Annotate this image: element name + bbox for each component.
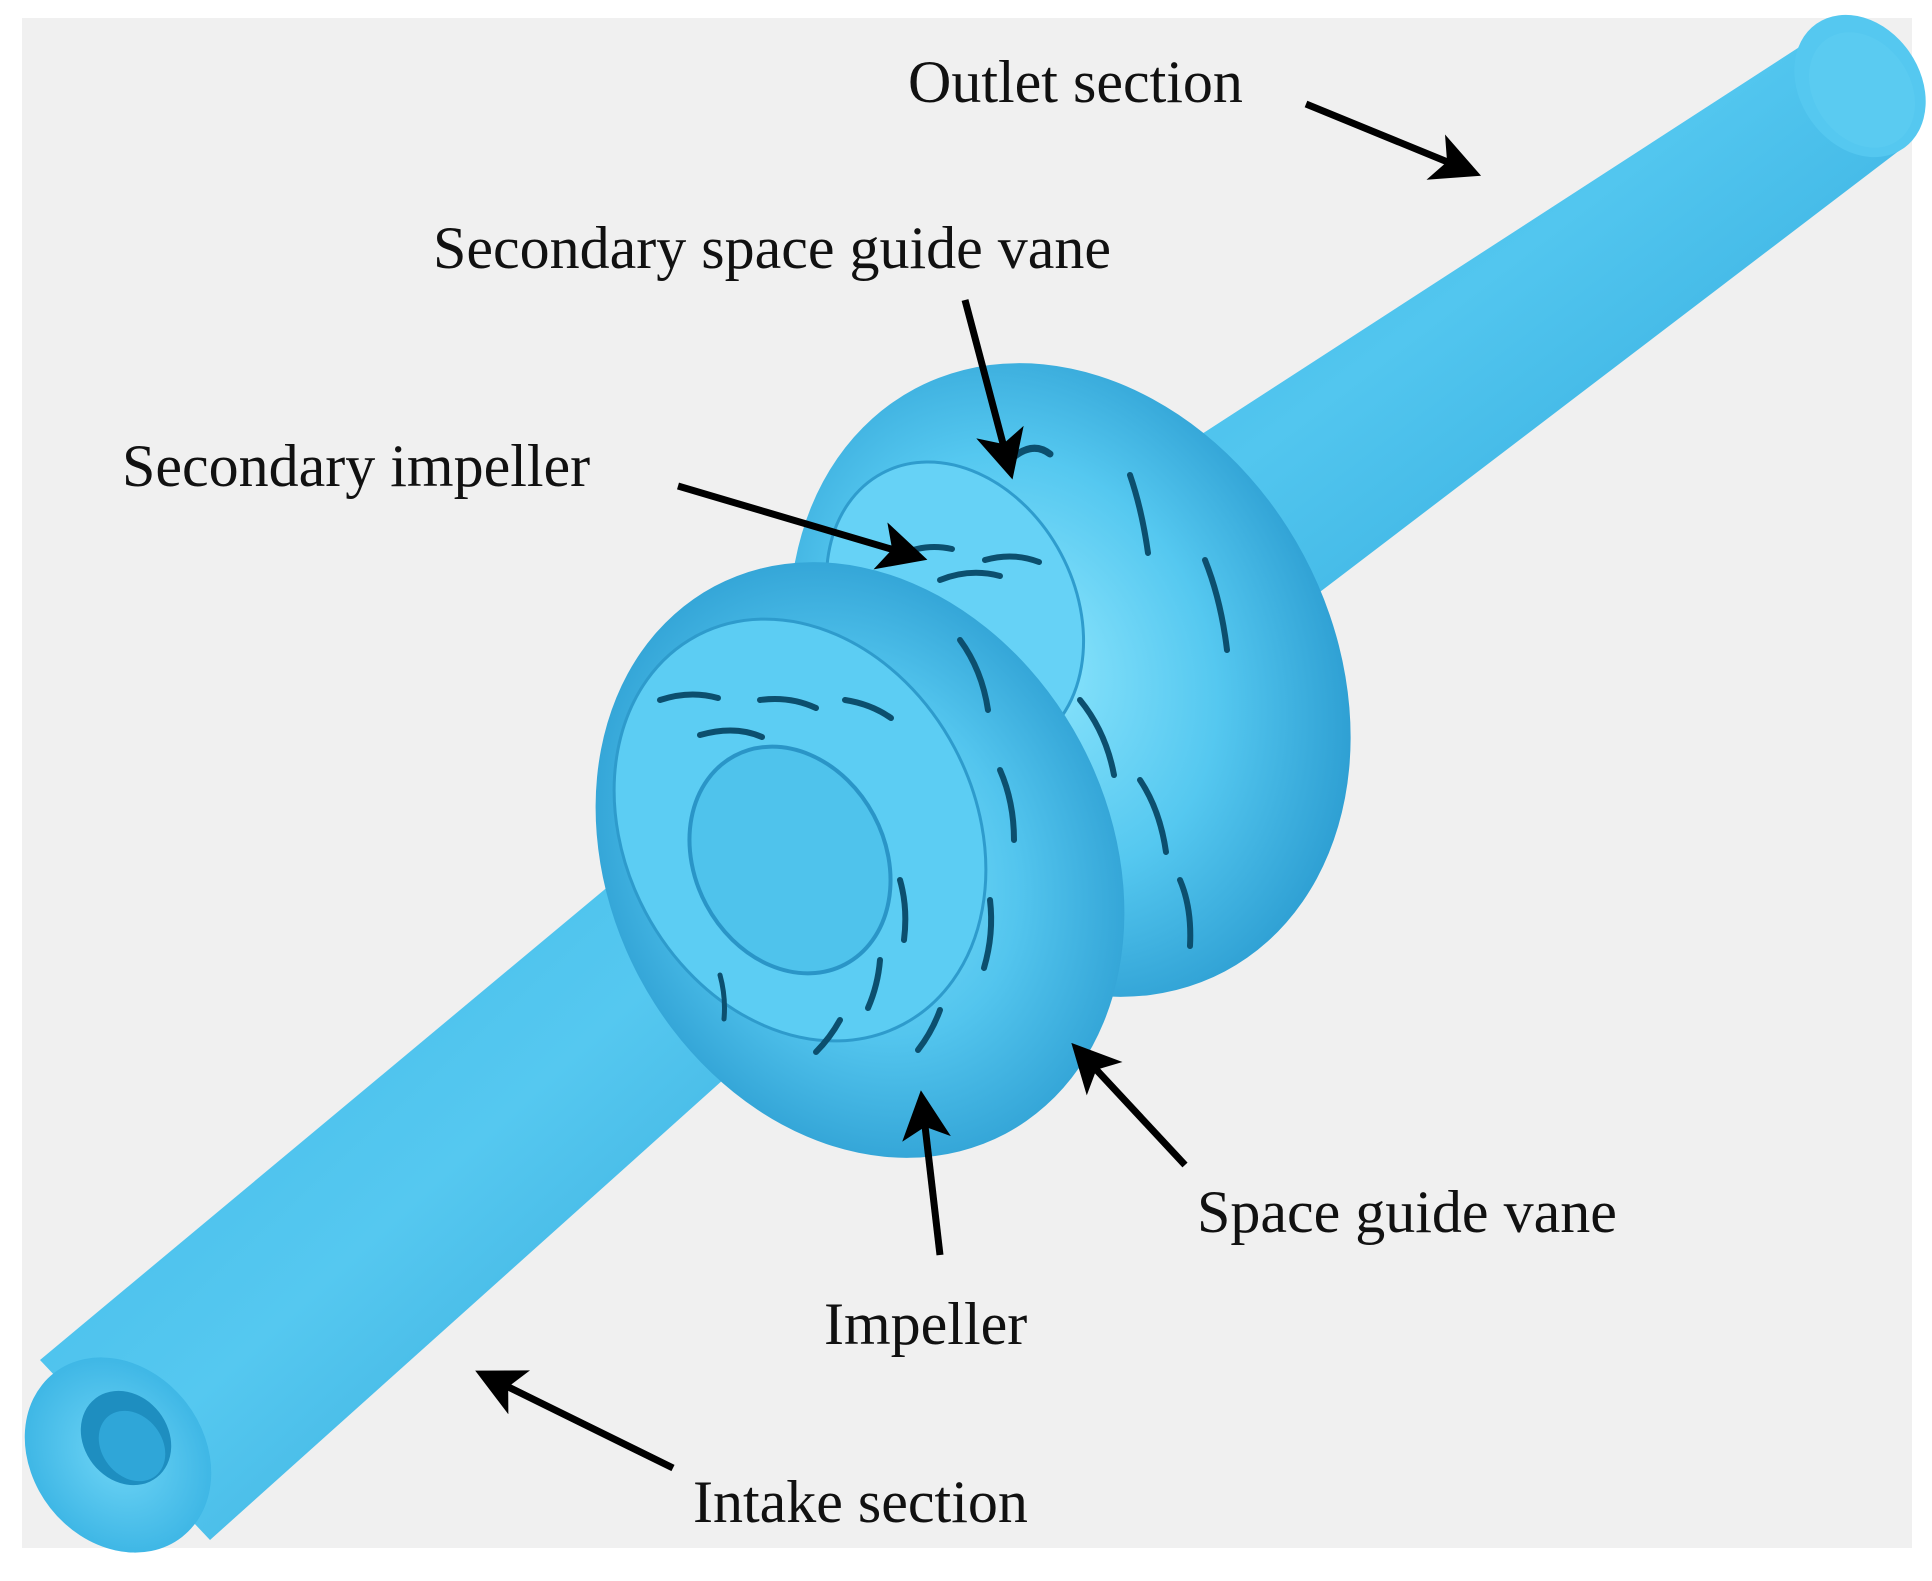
label-secondary-space-guide-vane: Secondary space guide vane [433,215,1112,281]
label-secondary-impeller: Secondary impeller [122,433,591,499]
intake-pipe [24,810,840,1553]
arrow-intake-section [475,1370,675,1472]
arrow-secondary-impeller [677,482,928,570]
arrow-impeller [902,1090,951,1256]
outlet-pipe [1100,14,1926,630]
arrow-outlet-section [1304,100,1482,180]
arrow-secondary-space-guide-vane [961,299,1024,480]
label-intake-section: Intake section [693,1469,1028,1535]
label-impeller: Impeller [824,1291,1028,1357]
primary-pump-stage [595,562,1125,1158]
label-space-guide-vane: Space guide vane [1197,1179,1617,1245]
callout-arrows [475,100,1482,1472]
label-outlet-section: Outlet section [908,49,1243,115]
arrow-space-guide-vane [1071,1042,1188,1168]
